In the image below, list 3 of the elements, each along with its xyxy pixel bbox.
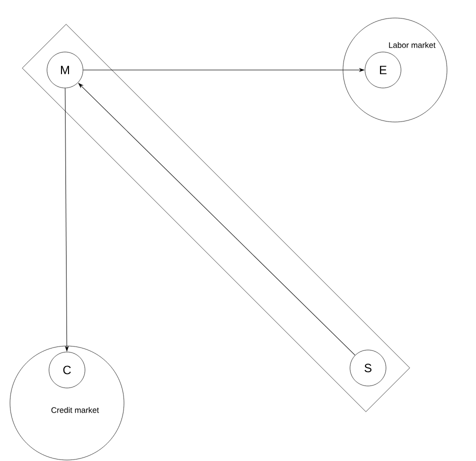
arrow bbox=[78, 83, 356, 356]
arrow bbox=[82, 68, 364, 72]
arrow bbox=[64, 88, 69, 352]
